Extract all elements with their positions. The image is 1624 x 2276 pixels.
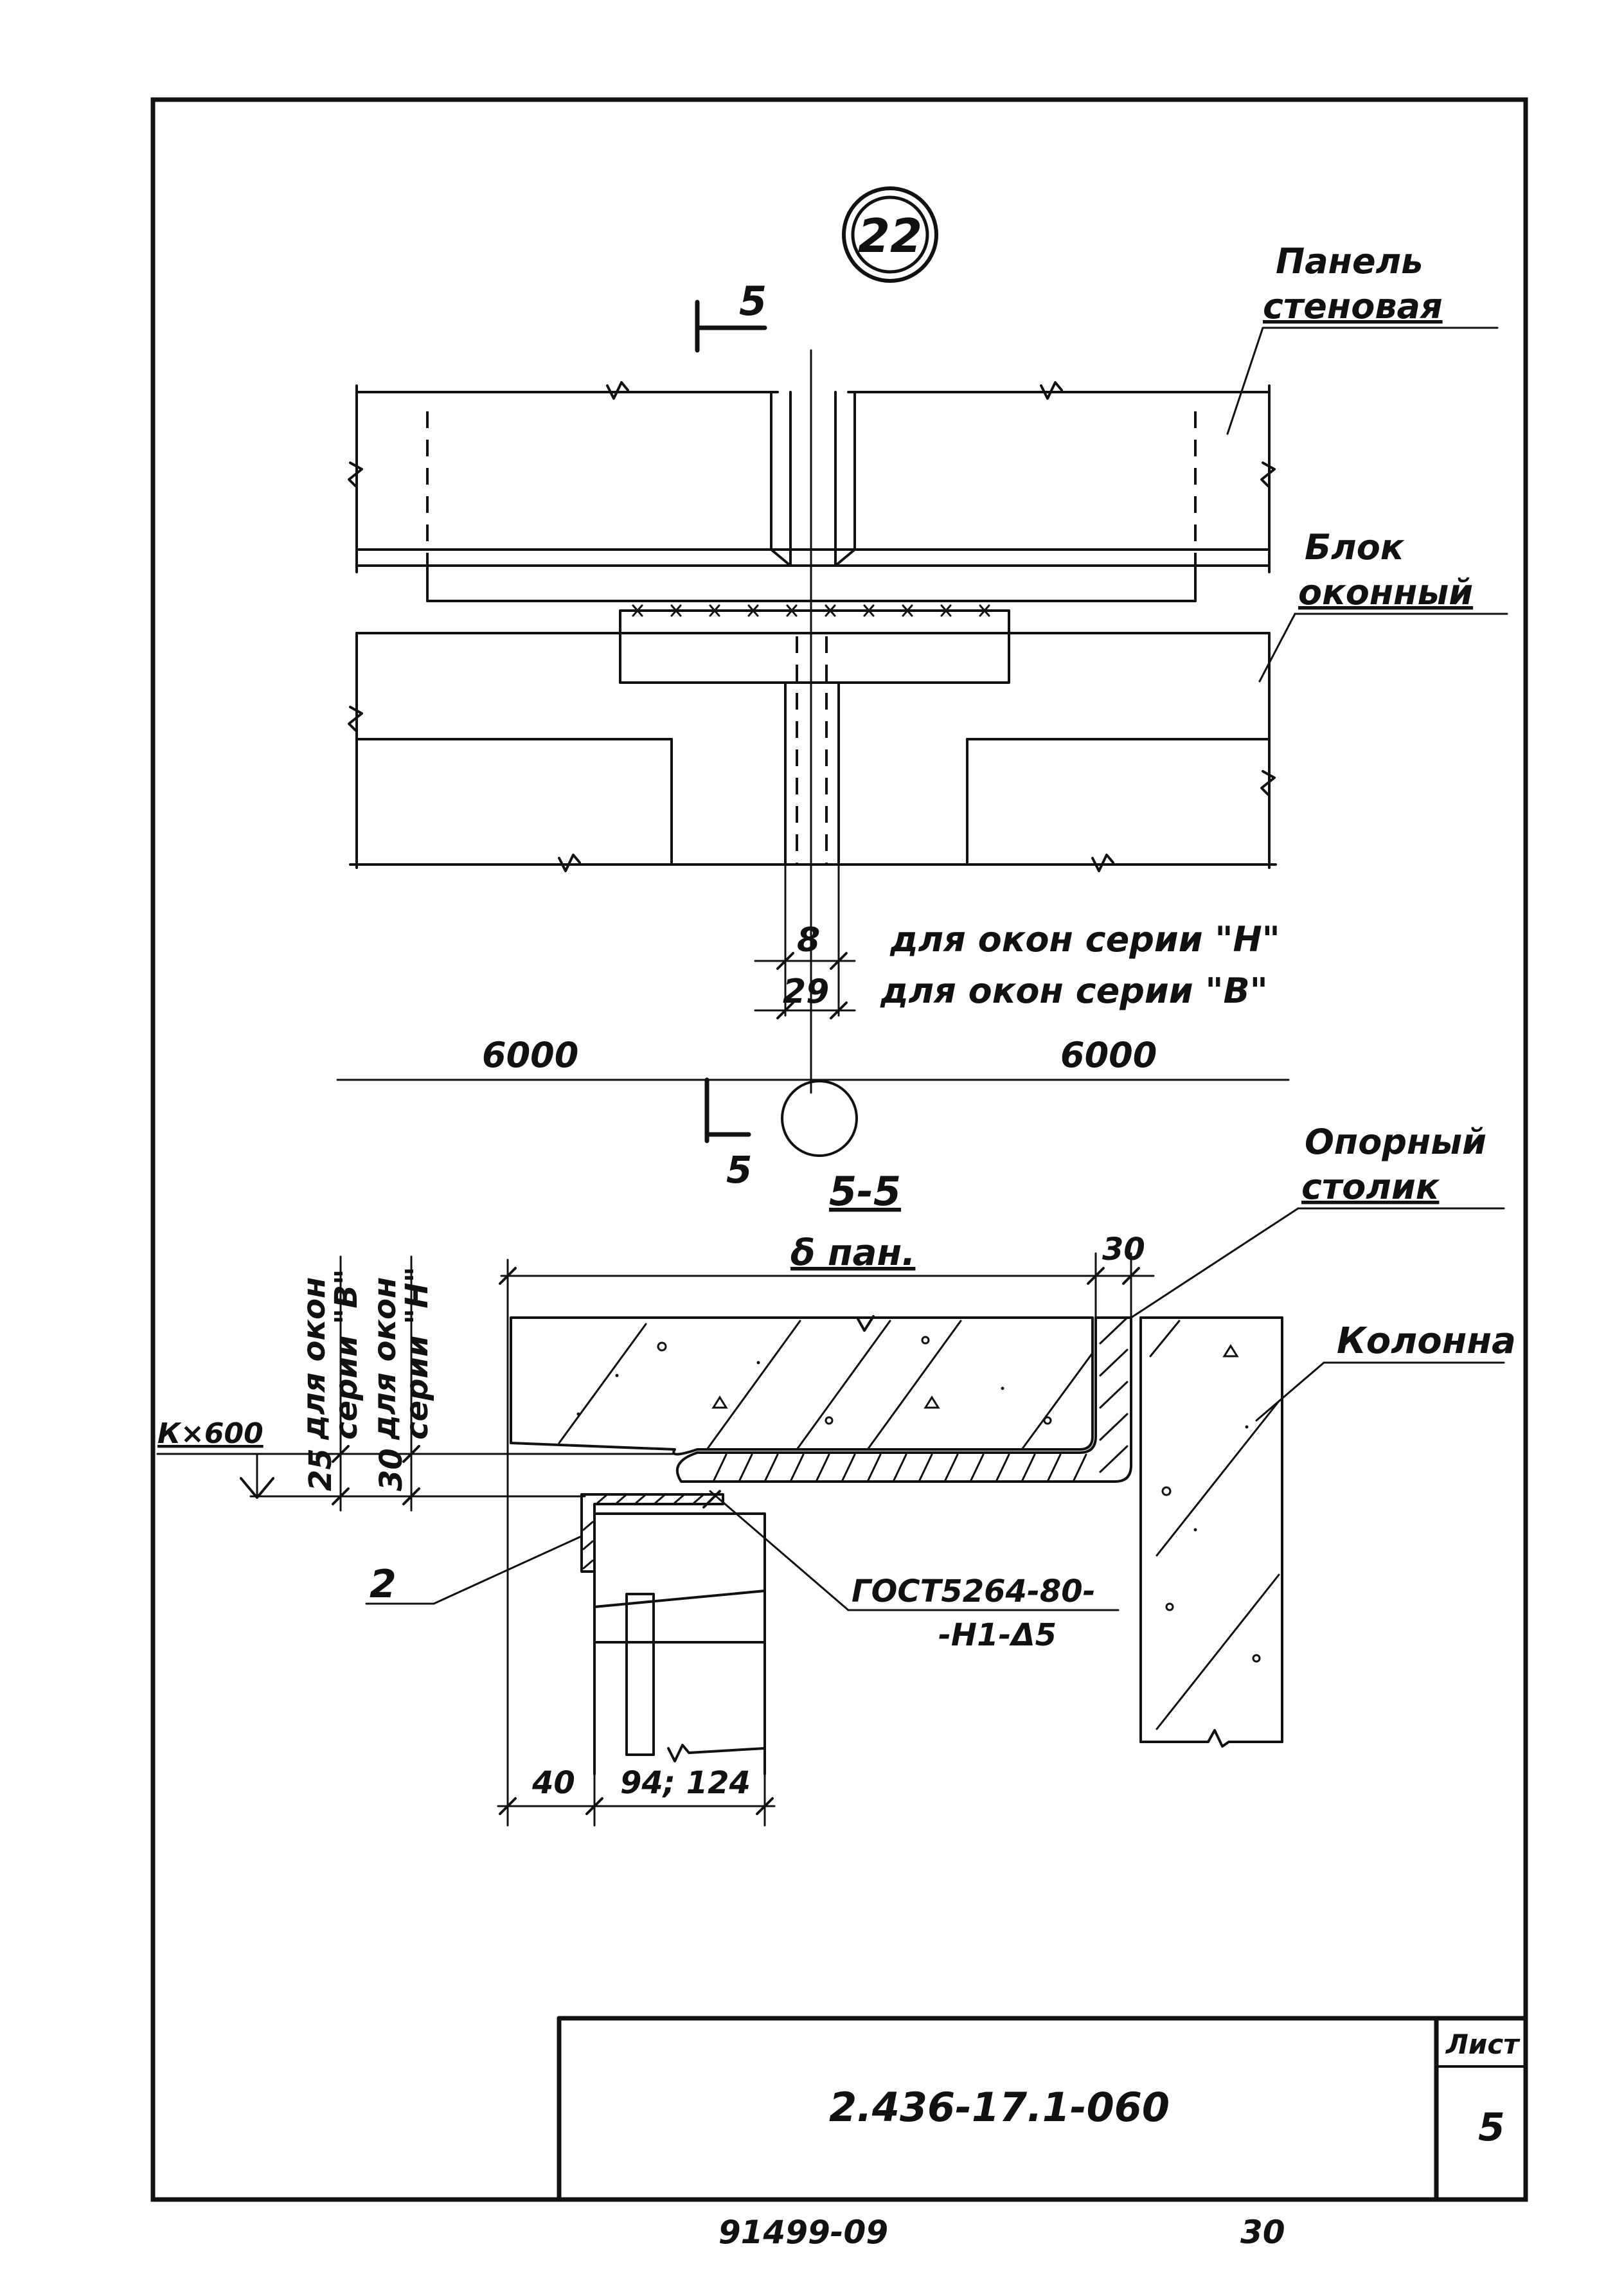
vertical-label-b-1: для окон xyxy=(296,1277,332,1440)
section-title: 5-5 xyxy=(829,1168,901,1215)
panel-thickness-dim: δ пан. 30 xyxy=(499,1232,1155,1827)
svg-text:Панель: Панель xyxy=(1276,241,1423,282)
window-frame-section xyxy=(580,1490,766,1775)
svg-text:оконный: оконный xyxy=(1298,572,1473,613)
wall-panel-label: Панель стеновая xyxy=(1226,241,1499,435)
sheet-number: 5 xyxy=(1478,2105,1505,2150)
weld-spec-label: ГОСТ5264-80- -Н1-Δ5 xyxy=(709,1490,1120,1653)
archive-number: 91499-09 xyxy=(718,2214,888,2251)
sheet-label: Лист xyxy=(1445,2029,1521,2060)
span-dimensions: 6000 6000 xyxy=(336,1035,1290,1157)
bottom-right-dim: 94; 124 xyxy=(620,1765,751,1801)
vertical-label-b-2: серии "В" xyxy=(328,1269,364,1440)
wall-panel-plan xyxy=(348,381,1276,602)
vertical-label-h-1: для окон xyxy=(367,1277,403,1440)
svg-text:стеновая: стеновая xyxy=(1263,286,1443,327)
window-block-label: Блок оконный xyxy=(1258,527,1508,683)
gap-series-b-note: для окон серии "В" xyxy=(880,971,1268,1011)
bottom-left-dim: 40 xyxy=(531,1765,575,1801)
vertical-dimensions: 25 30 для окон серии "В" для окон серии … xyxy=(249,1255,683,1512)
level-mark-label: К×600 xyxy=(157,1417,263,1450)
vertical-dim-b: 25 xyxy=(303,1448,339,1491)
title-block: 2.436-17.1-060 Лист 5 xyxy=(557,2016,1528,2202)
svg-text:столик: столик xyxy=(1301,1167,1440,1207)
column-label: Колонна xyxy=(1255,1320,1516,1422)
span-left: 6000 xyxy=(482,1035,578,1075)
gap-series-b-value: 29 xyxy=(783,972,829,1011)
span-right: 6000 xyxy=(1060,1035,1157,1075)
window-block-plan xyxy=(348,604,1277,872)
page-number: 30 xyxy=(1240,2214,1285,2251)
level-mark: К×600 xyxy=(156,1417,274,1499)
vertical-dim-h: 30 xyxy=(373,1448,409,1491)
support-table-section xyxy=(675,1316,1132,1483)
svg-text:2: 2 xyxy=(370,1562,397,1607)
svg-text:ГОСТ5264-80-: ГОСТ5264-80- xyxy=(852,1573,1096,1609)
bottom-dimensions: 40 94; 124 xyxy=(497,1765,776,1827)
part-number-label: 2 xyxy=(365,1535,583,1607)
designation: 2.436-17.1-060 xyxy=(829,2084,1170,2131)
vertical-label-h-2: серии "Н" xyxy=(399,1266,435,1440)
svg-text:Опорный: Опорный xyxy=(1305,1122,1486,1162)
section-mark-top: 5 xyxy=(695,278,767,353)
node-mark: 22 xyxy=(842,186,938,283)
gap-series-h-note: для окон серии "Н" xyxy=(889,919,1280,960)
table-offset: 30 xyxy=(1102,1232,1145,1268)
node-mark-number: 22 xyxy=(858,209,922,263)
gap-dimensions: 8 для окон серии "Н" 29 для окон серии "… xyxy=(754,863,1280,1019)
panel-thickness: δ пан. xyxy=(790,1232,915,1274)
gap-series-h-value: 8 xyxy=(797,921,820,960)
svg-text:Колонна: Колонна xyxy=(1337,1320,1516,1362)
section-mark-bottom-label: 5 xyxy=(726,1148,752,1192)
svg-text:-Н1-Δ5: -Н1-Δ5 xyxy=(938,1617,1057,1653)
section-mark-top-label: 5 xyxy=(739,278,767,325)
wall-panel-section xyxy=(510,1315,1094,1456)
support-table-label: Опорный столик xyxy=(1130,1122,1505,1319)
section-mark-bottom: 5 xyxy=(704,1077,752,1192)
sheet-frame xyxy=(150,97,1528,2202)
column-section xyxy=(1139,1316,1283,1748)
svg-text:Блок: Блок xyxy=(1305,527,1405,568)
